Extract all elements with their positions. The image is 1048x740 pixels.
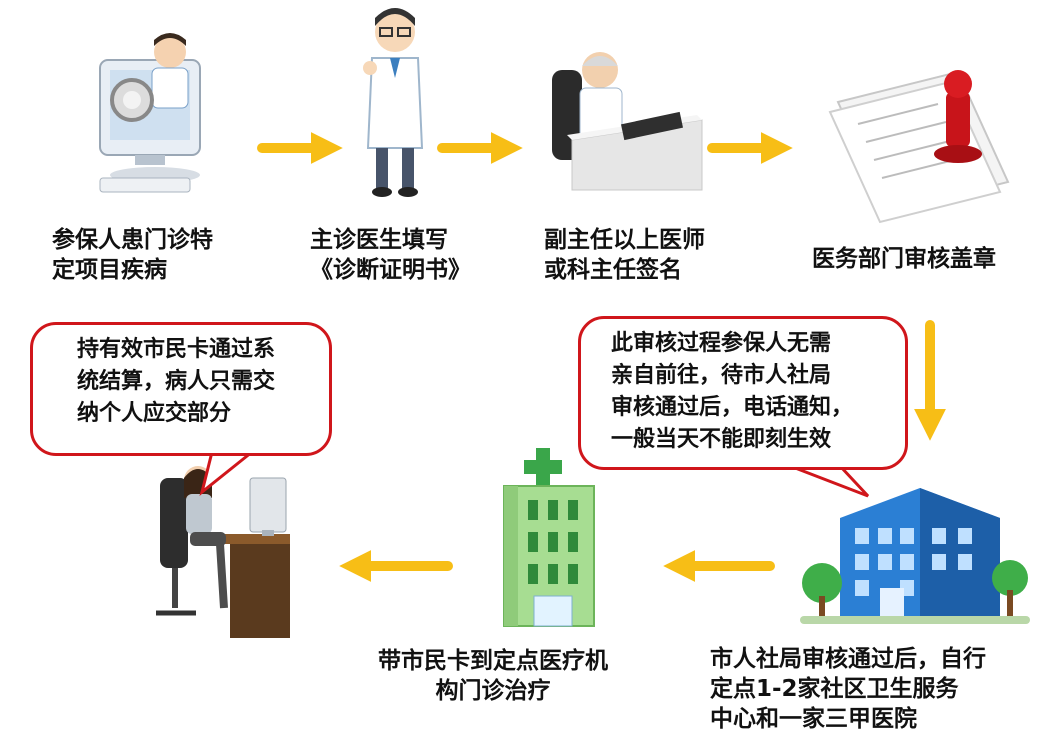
hospital-building-illustration: [503, 448, 595, 627]
doctor-computer-illustration: [99, 33, 201, 193]
bureau-building-illustration: [800, 488, 1030, 624]
step-2-label: 主诊医生填写 《诊断证明书》: [310, 227, 471, 283]
step-3-label: 副主任以上医师 或科主任签名: [544, 227, 705, 283]
doctor-standing-illustration: [363, 8, 424, 197]
document-stamp-illustration: [828, 70, 1010, 224]
step-4-label: 医务部门审核盖章: [812, 246, 996, 272]
senior-doctor-desk-illustration: [552, 52, 703, 191]
settlement-note-bubble: 持有效市民卡通过系 统结算，病人只需交 纳个人应交部分: [30, 322, 332, 456]
step-5-label: 市人社局审核通过后，自行 定点1-2家社区卫生服务 中心和一家三甲医院: [710, 646, 986, 732]
woman-computer-illustration: [156, 466, 290, 638]
step-6-label: 带市民卡到定点医疗机 构门诊治疗: [378, 648, 608, 704]
settlement-bubble-tail: [199, 450, 253, 496]
review-bubble-tail: [789, 464, 870, 498]
step-1-label: 参保人患门诊特 定项目疾病: [52, 227, 213, 283]
review-note-bubble: 此审核过程参保人无需 亲自前往，待市人社局 审核通过后，电话通知， 一般当天不能…: [578, 316, 908, 470]
